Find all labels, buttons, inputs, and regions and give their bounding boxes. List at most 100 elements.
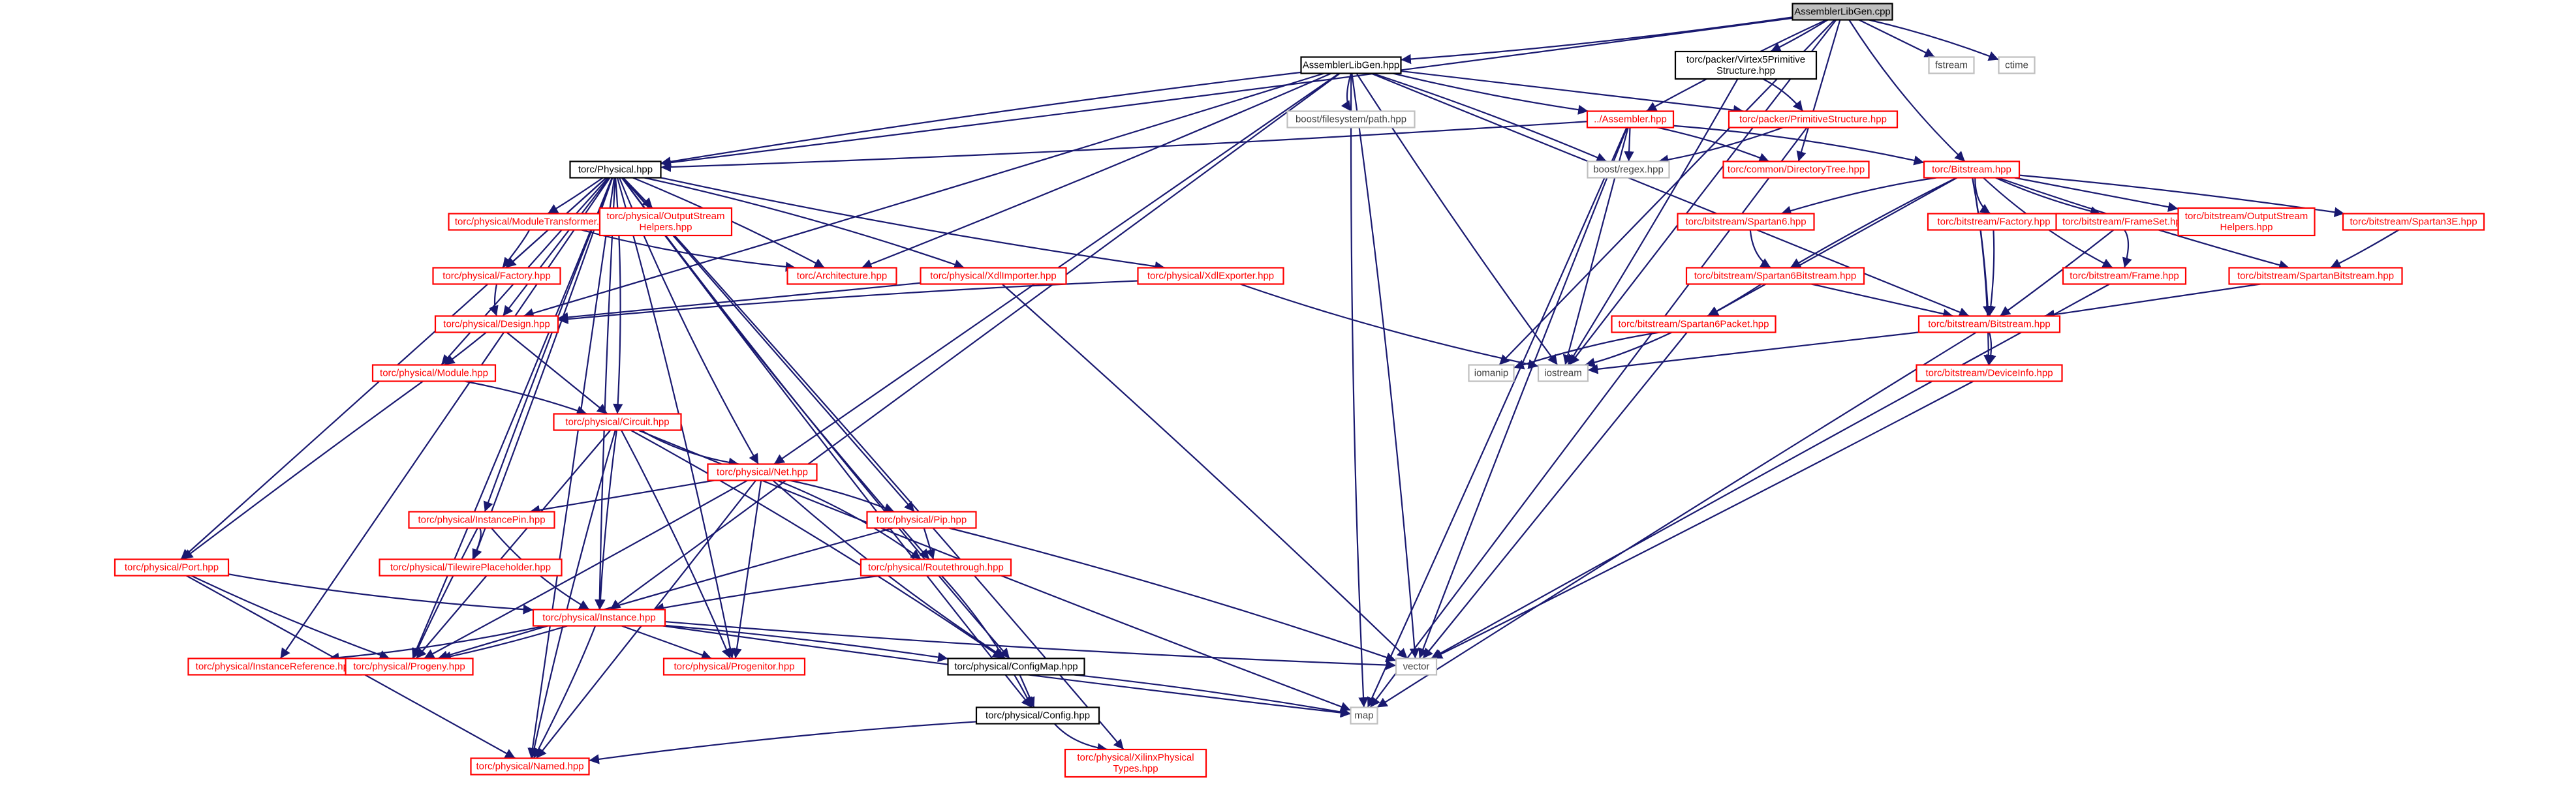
edge-line [923, 528, 936, 560]
node-circ[interactable]: torc/physical/Circuit.hpp [553, 413, 682, 431]
dependency-edges [180, 16, 2399, 764]
node-bsh[interactable]: torc/Bitstream.hpp [1923, 160, 2021, 179]
node-port[interactable]: torc/physical/Port.hpp [114, 558, 230, 577]
node-box [2342, 213, 2485, 231]
edge-alh-to-pps [1401, 70, 1744, 115]
edge-line [1749, 230, 1771, 269]
node-bbs[interactable]: torc/bitstream/Bitstream.hpp [1917, 315, 2061, 333]
edge-root-to-v5p [1770, 19, 1829, 52]
node-label: torc/physical/XdlImporter.hpp [930, 271, 1056, 282]
edge-frame-to-vec [1431, 283, 2110, 659]
node-cdt[interactable]: torc/common/DirectoryTree.hpp [1722, 160, 1870, 179]
node-pgen[interactable]: torc/physical/Progenitor.hpp [662, 658, 806, 676]
node-iref[interactable]: torc/physical/InstanceReference.hpp [187, 658, 362, 676]
node-xdle[interactable]: torc/physical/XdlExporter.hpp [1137, 267, 1284, 285]
node-v5p[interactable]: torc/packer/Virtex5PrimitiveStructure.hp… [1674, 50, 1818, 80]
node-xdli[interactable]: torc/physical/XdlImporter.hpp [920, 267, 1067, 285]
node-label: torc/physical/InstancePin.hpp [418, 515, 545, 526]
node-rt[interactable]: torc/physical/Routethrough.hpp [860, 558, 1012, 577]
edge-inst-to-named [533, 626, 597, 759]
edge-port-to-inst [228, 573, 534, 614]
node-dinfo[interactable]: torc/bitstream/DeviceInfo.hpp [1916, 364, 2063, 382]
node-net[interactable]: torc/physical/Net.hpp [707, 463, 818, 481]
node-label: torc/physical/XdlExporter.hpp [1147, 271, 1274, 282]
edge-line [502, 230, 531, 269]
edge-xdli-to-vec [1001, 283, 1408, 659]
edge-inst-to-cmap [664, 624, 948, 663]
edge-line [1656, 127, 1770, 162]
node-s6p[interactable]: torc/bitstream/Spartan6Packet.hpp [1611, 315, 1777, 333]
node-box [1674, 50, 1818, 80]
node-inst[interactable]: torc/physical/Instance.hpp [532, 609, 666, 627]
edge-phys-to-osh [623, 177, 653, 209]
node-pip[interactable]: torc/physical/Pip.hpp [866, 511, 977, 529]
edge-circ-to-pgen [620, 429, 732, 659]
node-label: ../Assembler.hpp [1594, 114, 1667, 125]
node-s6[interactable]: torc/bitstream/Spartan6.hpp [1677, 213, 1815, 231]
node-label: torc/physical/Config.hpp [985, 710, 1090, 721]
node-mt[interactable]: torc/physical/ModuleTransformer.hpp [448, 213, 623, 231]
node-cmap[interactable]: torc/physical/ConfigMap.hpp [947, 658, 1085, 676]
node-box [598, 207, 733, 237]
node-named[interactable]: torc/physical/Named.hpp [470, 757, 590, 776]
edge-bsh-to-s6p [1707, 177, 1958, 317]
node-s6b[interactable]: torc/bitstream/Spartan6Bitstream.hpp [1685, 267, 1865, 285]
edge-line [1350, 73, 1369, 708]
edge-mt-to-arch [581, 229, 796, 272]
node-alh[interactable]: AssemblerLibGen.hpp [1300, 56, 1402, 74]
edge-pps-to-breg [1658, 127, 1784, 165]
edge-bsh-to-s6b [1790, 177, 1957, 269]
node-s3e[interactable]: torc/bitstream/Spartan3E.hpp [2342, 213, 2485, 231]
edge-line [1431, 380, 1974, 659]
node-mod[interactable]: torc/physical/Module.hpp [371, 364, 497, 382]
node-box [1587, 160, 1670, 179]
edge-fset-to-bbs [1999, 229, 2115, 317]
node-asm[interactable]: ../Assembler.hpp [1586, 110, 1675, 128]
edge-bsh-to-fset [1995, 177, 2101, 217]
edge-line [1707, 177, 1958, 317]
node-label: boost/regex.hpp [1593, 164, 1664, 175]
node-label: torc/physical/Progeny.hpp [353, 661, 465, 673]
edge-line [527, 177, 615, 759]
edge-line [620, 429, 732, 659]
edge-s6p-to-vec [1422, 331, 1688, 659]
node-pps[interactable]: torc/packer/PrimitiveStructure.hpp [1728, 110, 1899, 128]
node-label: Structure.hpp [1716, 65, 1775, 76]
edge-line [644, 177, 965, 269]
edge-line [1780, 177, 1937, 216]
edge-line [2122, 229, 2132, 268]
node-box [1928, 56, 1975, 74]
node-phys[interactable]: torc/Physical.hpp [569, 160, 662, 179]
edge-bsh-to-bfac [1974, 177, 1991, 215]
node-ipin[interactable]: torc/physical/InstancePin.hpp [408, 511, 555, 529]
node-box [1350, 706, 1378, 725]
node-twp[interactable]: torc/physical/TilewirePlaceholder.hpp [379, 558, 563, 577]
node-sb[interactable]: torc/bitstream/SpartanBitstream.hpp [2228, 267, 2403, 285]
edge-line [1393, 72, 1589, 115]
node-label: torc/bitstream/DeviceInfo.hpp [1925, 368, 2053, 379]
node-bfac[interactable]: torc/bitstream/Factory.hpp [1927, 213, 2061, 231]
node-des[interactable]: torc/physical/Design.hpp [434, 315, 559, 333]
node-box [532, 609, 666, 627]
edge-net-to-prog [424, 479, 748, 659]
edge-inst-to-prog [441, 625, 568, 661]
node-label: torc/physical/ConfigMap.hpp [954, 661, 1078, 673]
node-label: AssemblerLibGen.cpp [1794, 7, 1891, 18]
node-prog[interactable]: torc/physical/Progeny.hpp [345, 658, 474, 676]
node-label: torc/bitstream/Spartan3E.hpp [2350, 217, 2477, 228]
node-fac[interactable]: torc/physical/Factory.hpp [432, 267, 561, 285]
node-cfg[interactable]: torc/physical/Config.hpp [975, 706, 1100, 725]
node-map: map [1350, 706, 1378, 725]
node-arch[interactable]: torc/Architecture.hpp [786, 267, 897, 285]
node-root[interactable]: AssemblerLibGen.cpp [1792, 3, 1893, 21]
edge-xdle-to-iostream [1239, 283, 1539, 369]
node-frame[interactable]: torc/bitstream/Frame.hpp [2062, 267, 2187, 285]
node-fset[interactable]: torc/bitstream/FrameSet.hpp [2055, 213, 2194, 231]
node-box [2062, 267, 2187, 285]
edge-line [1999, 229, 2115, 317]
edge-line [621, 625, 712, 660]
edge-bbs-to-dinfo [1986, 332, 1996, 365]
